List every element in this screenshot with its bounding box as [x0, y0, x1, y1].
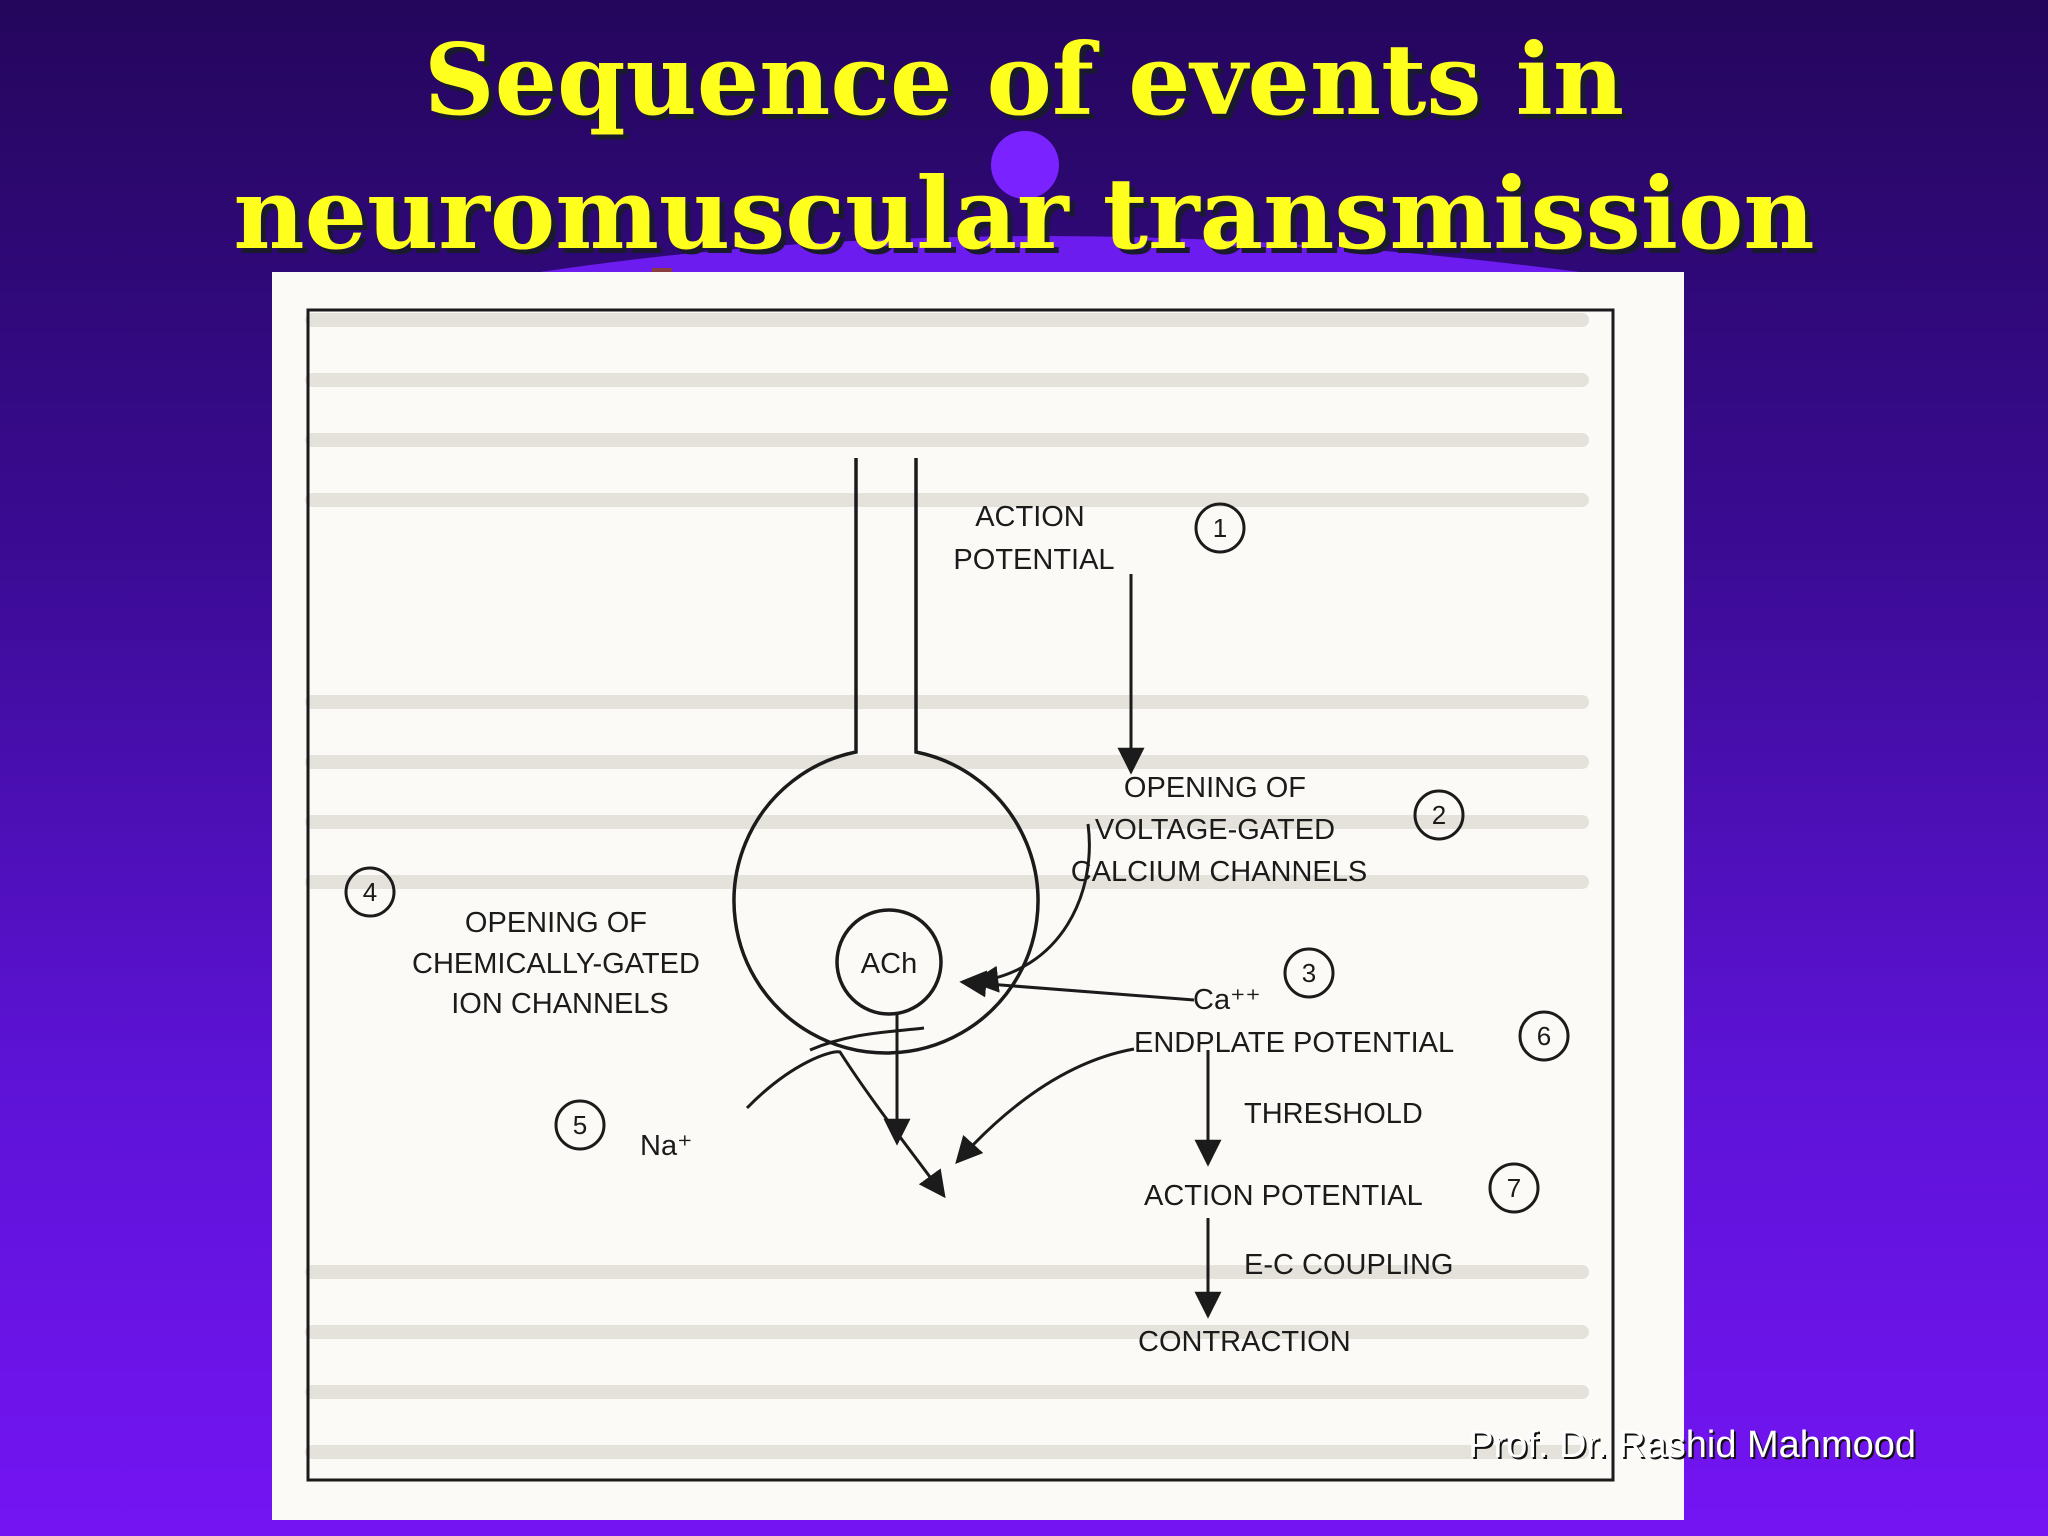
ghost-text-lines [305, 313, 1589, 1459]
step-2-marker [1413, 789, 1465, 841]
endplate-potential-label: ENDPLATE POTENTIAL [1134, 1027, 1454, 1059]
step-4-marker [344, 866, 396, 918]
arrow-calcium-curve [971, 823, 1091, 993]
decor-dot [991, 131, 1059, 199]
step-5-marker [554, 1099, 606, 1151]
slide-title: Sequence of events in neuromuscular tran… [0, 14, 2048, 282]
step-5-number: 5 [573, 1110, 587, 1140]
sodium-label: Na⁺ [640, 1130, 692, 1162]
title-line-1: Sequence of events in [423, 23, 1625, 138]
ec-coupling-label: E-C COUPLING [1244, 1249, 1453, 1281]
figure-frame [306, 308, 1615, 1482]
step-6-marker [1518, 1010, 1570, 1062]
vesicle-label: ACh [861, 948, 917, 980]
step-4-label: OPENING OF CHEMICALLY-GATED ION CHANNELS [412, 907, 708, 1020]
nerve-terminal [732, 458, 1040, 1055]
step-7-marker [1488, 1162, 1540, 1214]
step-1-number: 1 [1213, 513, 1227, 543]
contraction-label: CONTRACTION [1138, 1326, 1351, 1358]
step-6-number: 6 [1537, 1021, 1551, 1051]
arrow-to-na-left [809, 1026, 925, 1052]
arrow-na-sweep [745, 1050, 946, 1199]
step-3-marker [1283, 947, 1335, 999]
title-line-2: neuromuscular transmission [233, 157, 1815, 272]
arrow-endplate-curve [955, 1047, 1135, 1165]
action-potential-muscle-label: ACTION POTENTIAL [1144, 1180, 1423, 1212]
step-3-number: 3 [1302, 958, 1316, 988]
step-2-label: OPENING OF VOLTAGE-GATED CALCIUM CHANNEL… [1071, 772, 1368, 888]
textbook-figure: ACh ACTION POTENTIAL 1 OPENING OF VOLTAG… [272, 272, 1684, 1520]
neuromuscular-diagram: ACh ACTION POTENTIAL 1 OPENING OF VOLTAG… [305, 308, 1615, 1482]
author-credit: Prof. Dr. Rashid Mahmood [1468, 1424, 1916, 1466]
step-7-number: 7 [1507, 1173, 1521, 1203]
arrow-calcium-in [959, 970, 1195, 1002]
step-1-label: ACTION POTENTIAL [953, 501, 1114, 576]
step-4-number: 4 [363, 877, 377, 907]
step-1-marker [1194, 502, 1246, 554]
step-2-number: 2 [1432, 800, 1446, 830]
calcium-label: Ca⁺⁺ [1193, 984, 1261, 1016]
ach-vesicle [835, 908, 943, 1016]
threshold-label: THRESHOLD [1244, 1098, 1423, 1130]
decor-dome [540, 236, 1580, 272]
